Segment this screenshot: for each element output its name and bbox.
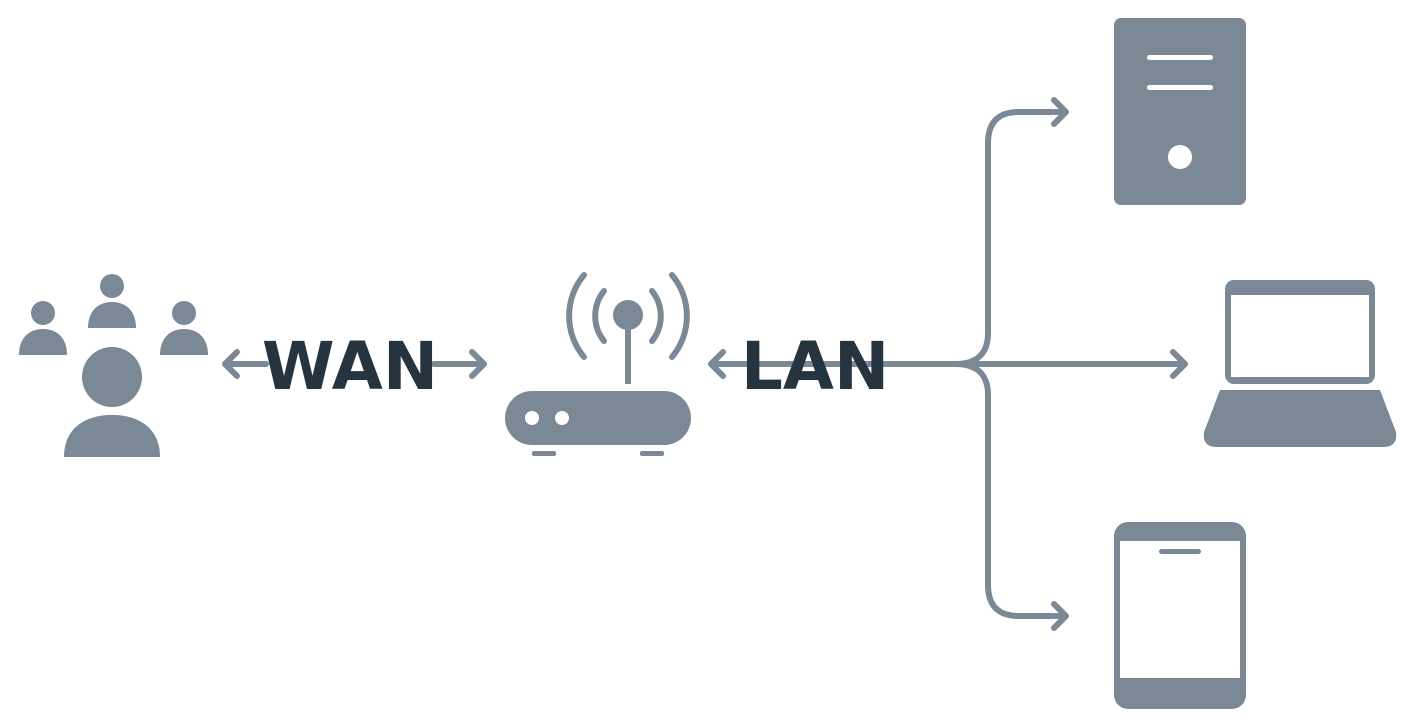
tablet-icon bbox=[1114, 522, 1246, 709]
lan-connection-lines bbox=[708, 97, 1188, 631]
wan-right-arrow-icon bbox=[431, 349, 487, 379]
wireless-router-icon bbox=[505, 272, 691, 456]
desktop-tower-icon bbox=[1114, 18, 1246, 205]
lan-label: LAN bbox=[741, 328, 889, 405]
user-large-icon bbox=[60, 343, 164, 460]
wan-label: WAN bbox=[262, 328, 438, 405]
user-small-right-icon bbox=[160, 301, 208, 355]
wifi-signal-icon bbox=[566, 272, 690, 360]
laptop-icon bbox=[1203, 280, 1397, 447]
users-group-icon bbox=[19, 274, 208, 460]
user-small-left-icon bbox=[19, 301, 67, 355]
user-small-top-icon bbox=[88, 274, 136, 328]
wan-left-arrow-icon bbox=[222, 349, 269, 379]
